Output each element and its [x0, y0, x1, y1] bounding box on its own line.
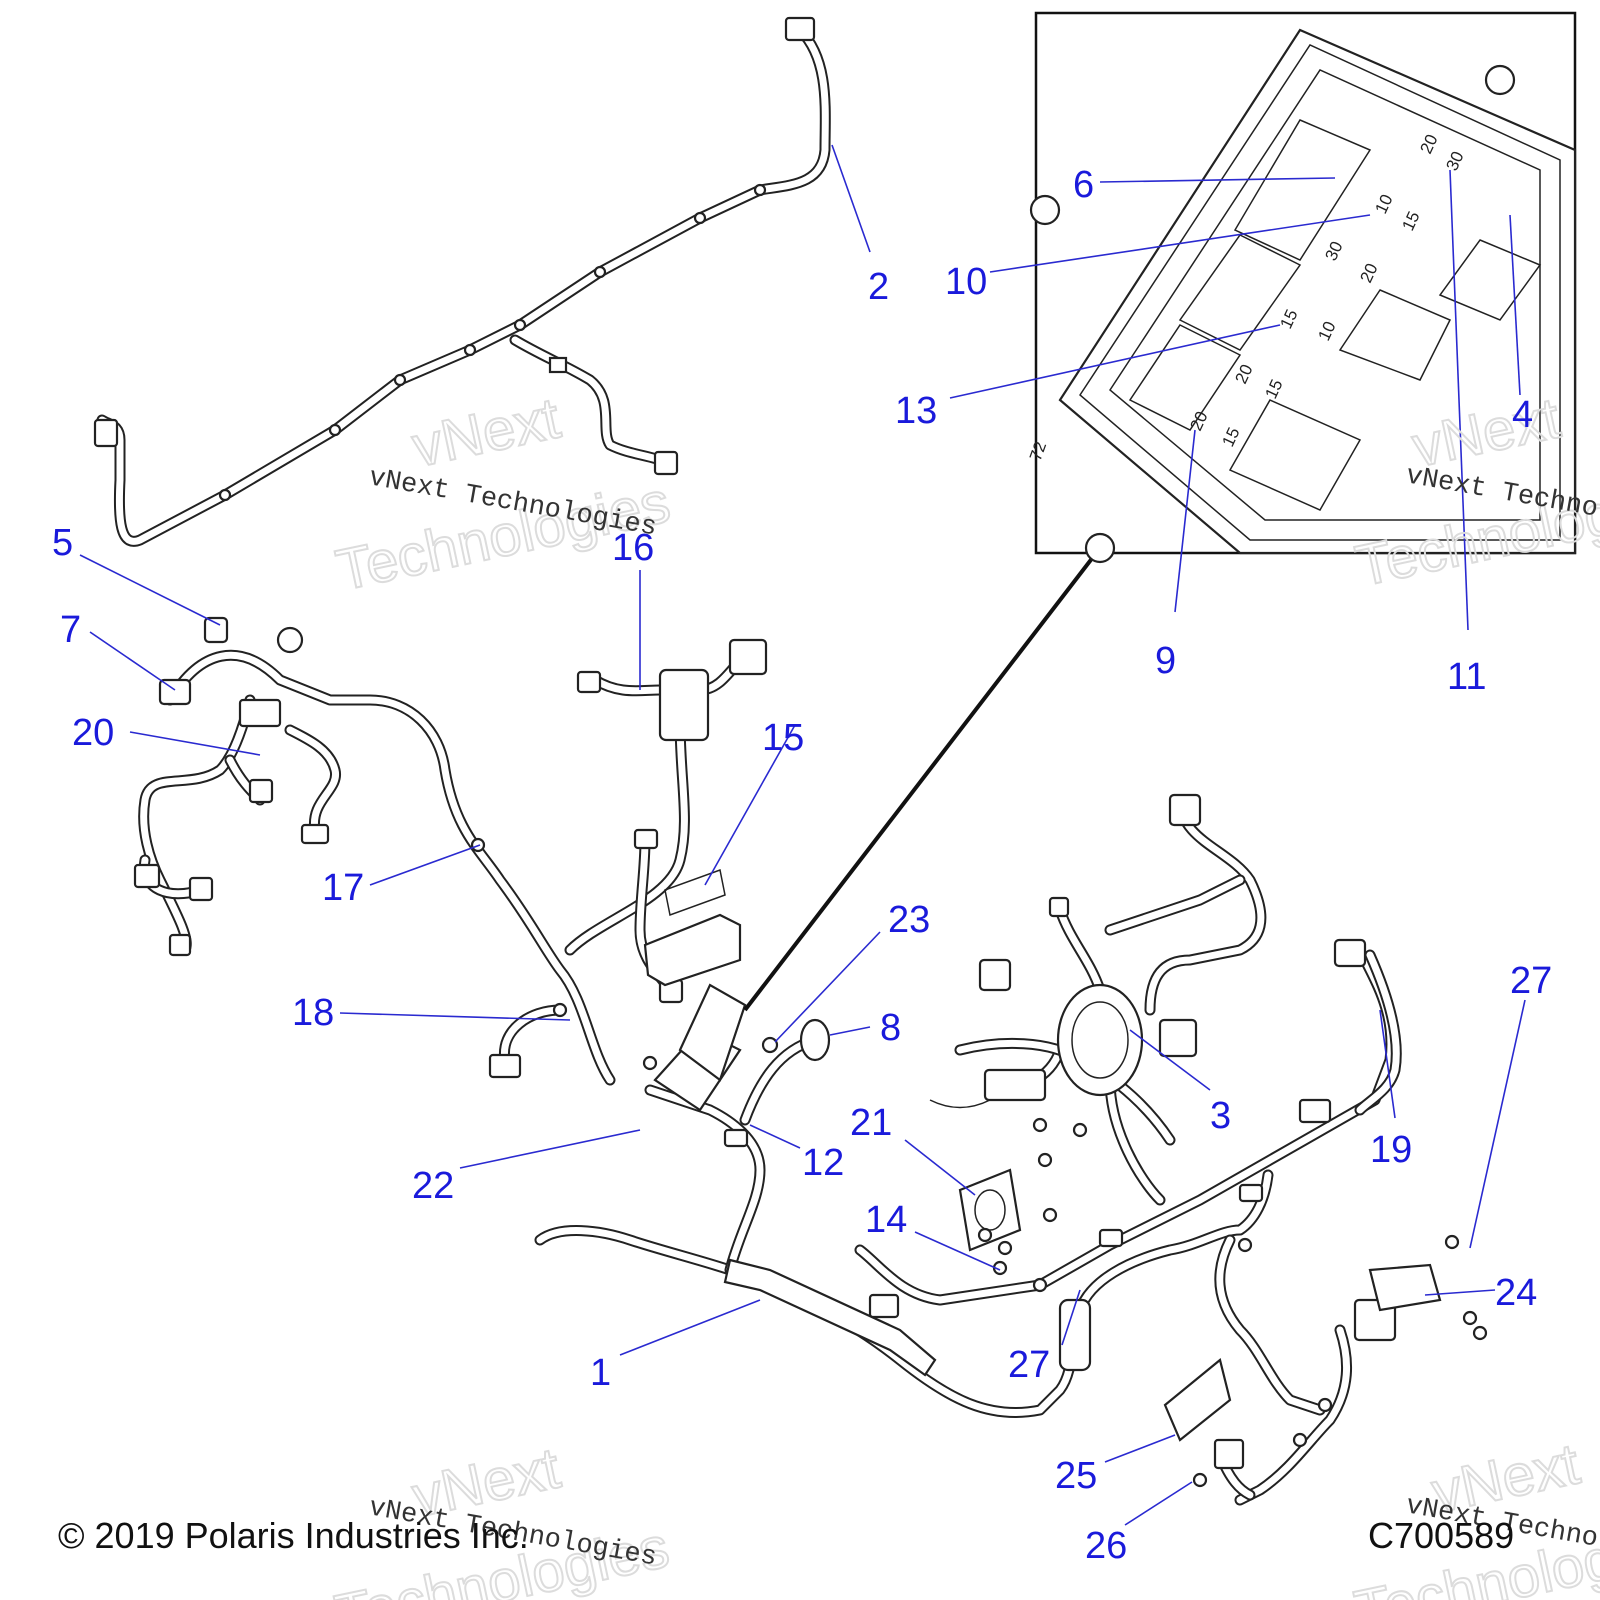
callout-20: 20: [72, 712, 114, 754]
callout-4: 4: [1512, 394, 1533, 436]
callout-9: 9: [1155, 640, 1176, 682]
callout-27: 27: [1008, 1344, 1050, 1386]
callout-22: 22: [412, 1165, 454, 1207]
watermark-large: vNext: [407, 385, 566, 479]
callout-16: 16: [612, 527, 654, 569]
line-art: 20 30 10 15 30 20 15 10 20 15 20 15 72: [93, 11, 1577, 1506]
callout-14: 14: [865, 1199, 907, 1241]
callout-21: 21: [850, 1102, 892, 1144]
callout-26: 26: [1085, 1525, 1127, 1567]
callout-12: 12: [802, 1142, 844, 1184]
callout-5: 5: [52, 522, 73, 564]
callout-23: 23: [888, 899, 930, 941]
harness-19: [1354, 949, 1402, 1116]
callout-18: 18: [292, 992, 334, 1034]
callout-10: 10: [945, 261, 987, 303]
copyright-notice: © 2019 Polaris Industries Inc.: [58, 1515, 529, 1556]
harness-1: [534, 938, 1397, 1506]
callout-8: 8: [880, 1007, 901, 1049]
callout-25: 25: [1055, 1455, 1097, 1497]
callout-2: 2: [868, 266, 889, 308]
callout-1: 1: [590, 1352, 611, 1394]
callout-6: 6: [1073, 164, 1094, 206]
callout-11: 11: [1447, 656, 1486, 698]
part-code: C700589: [1368, 1515, 1514, 1556]
callout-3: 3: [1210, 1095, 1231, 1137]
hardware: [958, 1117, 1488, 1488]
footer: © 2019 Polaris Industries Inc. C700589: [58, 1515, 1514, 1556]
watermark-layer: vNext Technologies vNext Technologies vN…: [329, 384, 1600, 1600]
watermark: vNext Technologies: [329, 1434, 676, 1600]
callout-17: 17: [322, 867, 364, 909]
harness-16: [564, 638, 768, 1004]
fuse-box: [642, 983, 831, 1126]
fuse-box-inset: 20 30 10 15 30 20 15 10 20 15 20 15 72: [1026, 11, 1577, 564]
harness-2: [93, 16, 831, 547]
callout-24: 24: [1495, 1272, 1537, 1314]
callout-27: 27: [1510, 960, 1552, 1002]
leader-lines: [79, 144, 1526, 1526]
callout-19: 19: [1370, 1129, 1412, 1171]
callout-13: 13: [895, 390, 937, 432]
callout-labels: 1 2 3 4 5 6 7 8 9 10 11 12 13 14 15 16 1…: [52, 164, 1552, 1567]
harness-3: [929, 793, 1267, 1206]
callout-7: 7: [60, 609, 81, 651]
callout-15: 15: [762, 717, 804, 759]
harness-17: [133, 616, 616, 1086]
